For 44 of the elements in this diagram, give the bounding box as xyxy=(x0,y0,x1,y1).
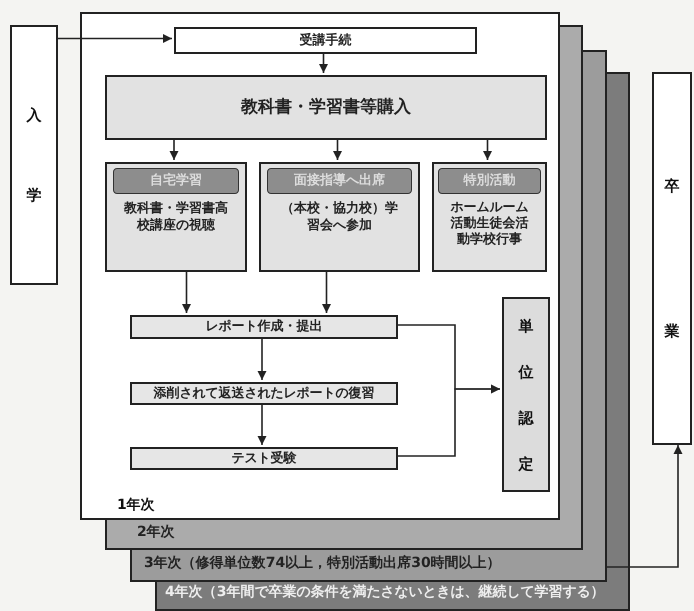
arrow xyxy=(333,138,342,160)
process-box xyxy=(130,447,398,470)
box-label: テスト受験 xyxy=(232,450,296,468)
year-card xyxy=(105,520,583,550)
year-card xyxy=(130,550,607,582)
year-card xyxy=(80,12,560,520)
activity-box xyxy=(259,162,420,272)
activity-text: （本校・協力校）学習会へ参加 xyxy=(280,200,398,234)
activity-box xyxy=(432,162,547,272)
year-label: 2年次 xyxy=(137,523,175,542)
activity-box xyxy=(105,162,247,272)
heading-badge: 自宅学習 xyxy=(112,168,240,194)
stage-box xyxy=(10,25,58,285)
arrow xyxy=(258,403,266,445)
arrow xyxy=(483,138,492,160)
arrow xyxy=(396,384,500,457)
year-label: 4年次（3年間で卒業の条件を満たさないときは、継続して学習する） xyxy=(165,582,604,602)
arrow xyxy=(182,270,191,313)
process-box xyxy=(105,75,547,140)
arrow xyxy=(319,52,328,73)
arrow xyxy=(170,138,178,160)
activity-text: ホームルーム活動生徒会活動学校行事 xyxy=(450,200,530,248)
arrow xyxy=(258,337,266,380)
box-label: レポート作成・提出 xyxy=(206,318,322,336)
process-box xyxy=(174,27,477,54)
arrow xyxy=(607,445,682,568)
box-label: 添削されて返送されたレポートの復習 xyxy=(154,384,374,403)
arrow xyxy=(322,270,331,313)
box-label: 教科書・学習書等購入 xyxy=(241,96,411,119)
box-label: 受講手続 xyxy=(300,32,352,50)
credit-box xyxy=(502,297,550,492)
vertical-label: 単位認定 xyxy=(518,316,534,474)
year-label: 1年次 xyxy=(117,496,155,515)
process-box xyxy=(130,382,398,405)
process-box xyxy=(130,315,398,339)
year-card xyxy=(155,582,630,611)
heading-badge: 面接指導へ出席 xyxy=(267,168,412,194)
arrow xyxy=(58,34,172,43)
activity-text: 教科書・学習書高校講座の視聴 xyxy=(122,200,229,234)
stage-box xyxy=(652,72,692,445)
vertical-label: 入学 xyxy=(26,105,42,206)
heading-badge: 特別活動 xyxy=(438,168,541,194)
vertical-label: 卒業 xyxy=(664,176,680,342)
year-label: 3年次（修得単位数74以上，特別活動出席30時間以上） xyxy=(144,554,501,573)
